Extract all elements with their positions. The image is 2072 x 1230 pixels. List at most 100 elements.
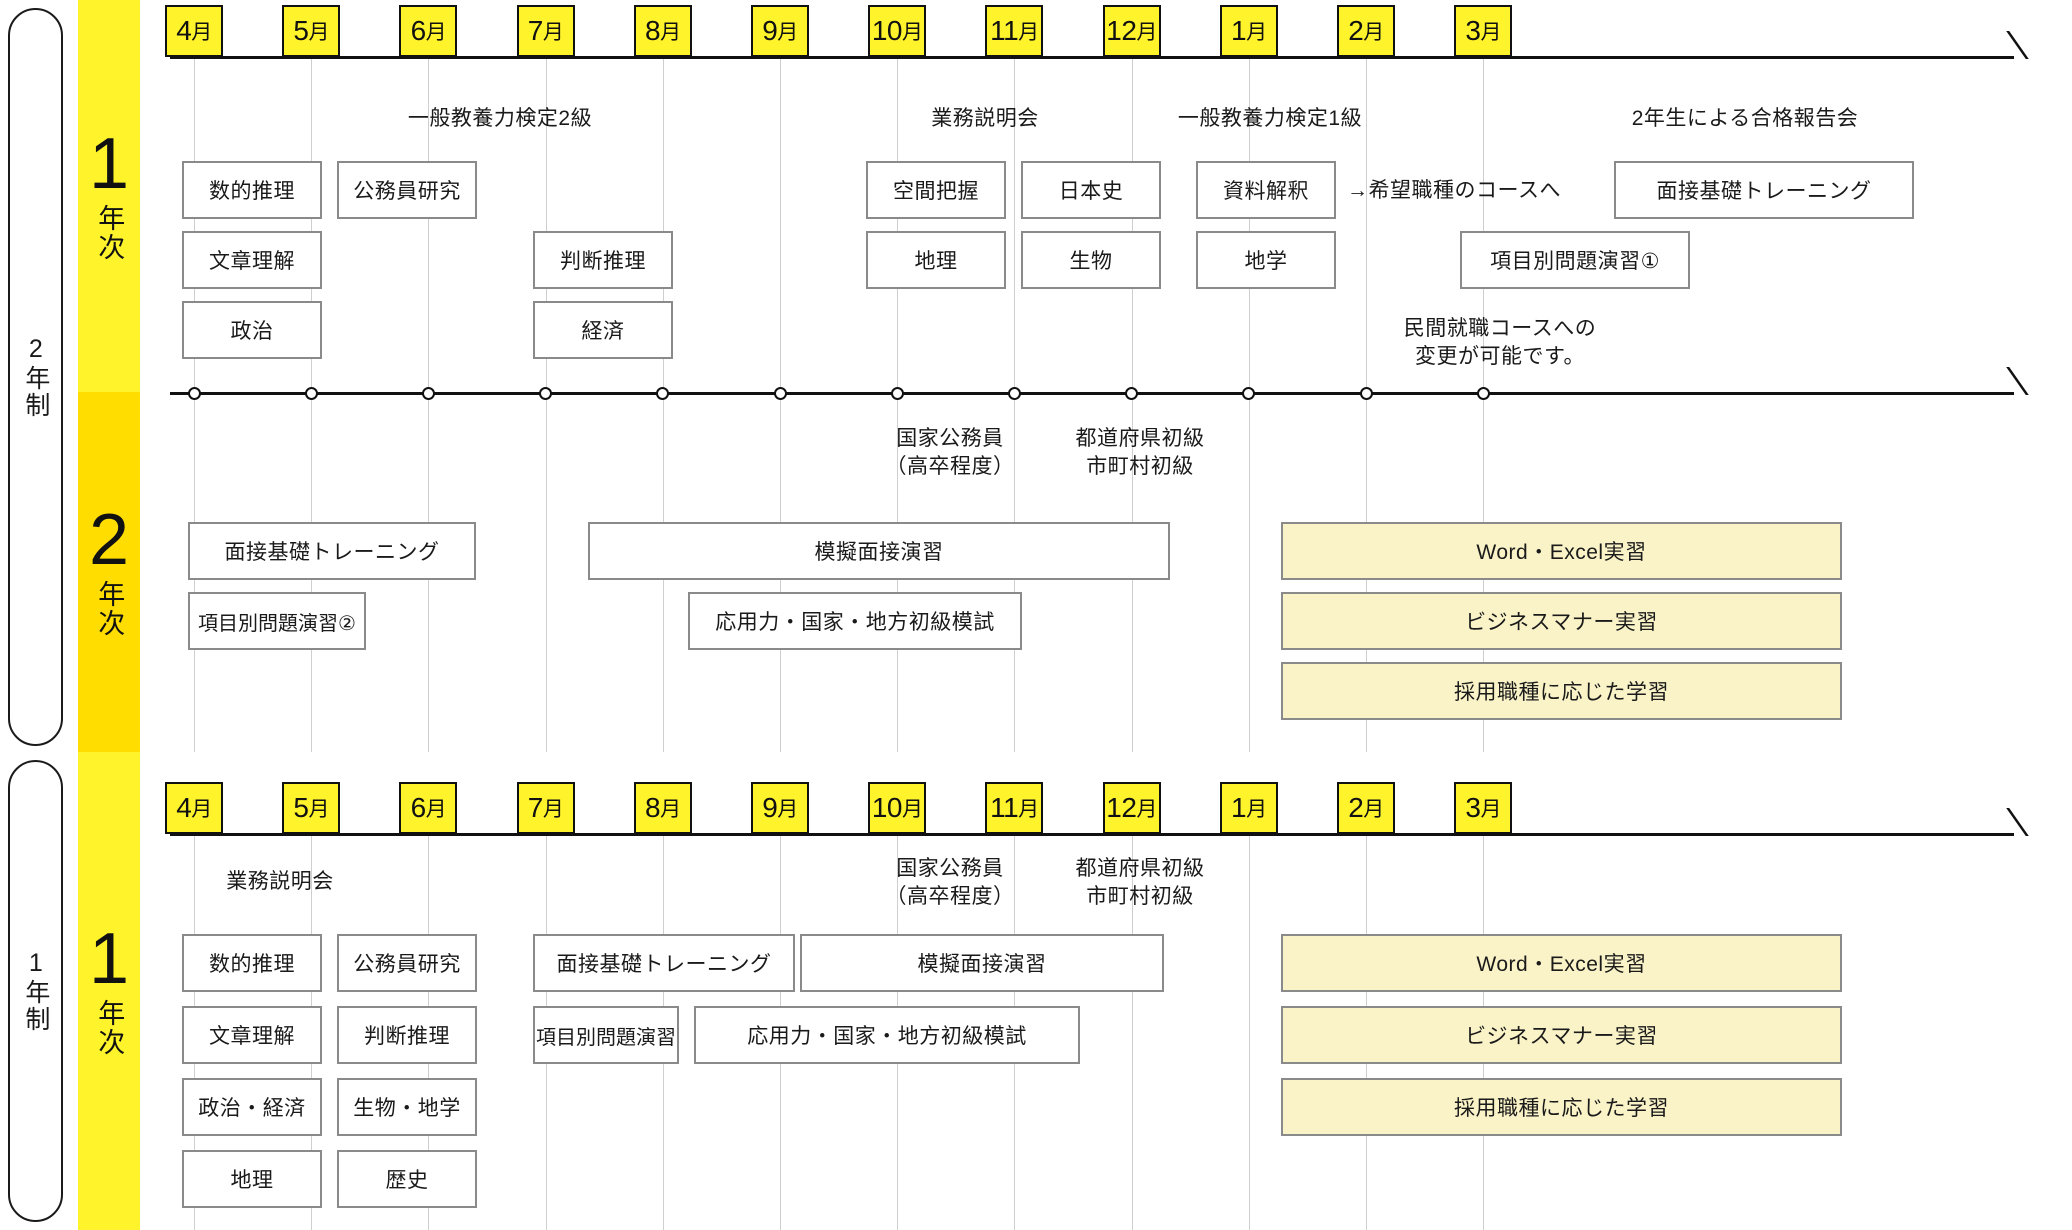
month-number: 11	[990, 792, 1019, 823]
month-unit: 月	[1018, 21, 1039, 44]
box-seiji-keizai-row3: 政治・経済	[182, 1078, 322, 1136]
gridline-month-4	[194, 58, 195, 392]
gridline-month-8	[663, 58, 664, 392]
gridline-month-9	[780, 58, 781, 392]
box-suteki-suiri: 数的推理	[182, 161, 322, 219]
month-number: 7	[527, 792, 544, 823]
month-unit: 月	[542, 21, 564, 44]
box-business-manner-row3: ビジネスマナー実習	[1281, 1006, 1842, 1064]
year-band-number: 1	[88, 123, 130, 204]
month-number: 2	[1348, 792, 1364, 823]
caption-minkan-shushoku-henkou: 民間就職コースへの 変更が可能です。	[1403, 317, 1597, 369]
timeline-dot-9	[773, 387, 787, 400]
box-komokubetsu-enshu-1: 項目別問題演習①	[1460, 231, 1690, 289]
caption-kibou-shokushu-course: →希望職種のコースへ	[1347, 179, 1561, 202]
month-unit: 月	[1136, 21, 1157, 44]
box-saiyo-shokushu-gakushu-row2: 採用職種に応じた学習	[1281, 662, 1842, 720]
box-oyoryoku-moshi-row2: 応用力・国家・地方初級模試	[688, 592, 1022, 650]
month-number: 1	[1231, 15, 1247, 46]
gridline-month-11	[1014, 58, 1015, 392]
timeline-axis-middle	[170, 392, 1960, 395]
gridline-month-2	[1366, 58, 1367, 392]
timeline-dot-4	[187, 387, 201, 400]
bracket-1year-label: 1年制	[21, 949, 50, 1033]
box-oyoryoku-moshi-row3: 応用力・国家・地方初級模試	[694, 1006, 1080, 1064]
timeline-dot-10	[890, 387, 904, 400]
month-unit: 月	[308, 798, 329, 821]
timeline-dot-5	[304, 387, 318, 400]
timeline-axis-bottom	[170, 833, 1960, 836]
gridline-month-7	[546, 394, 547, 752]
month-number: 8	[645, 15, 661, 46]
year-band-text: 年次	[94, 999, 125, 1058]
box-mensetsu-kiso-training-row3: 面接基礎トレーニング	[533, 934, 795, 992]
box-kukan-haaku: 空間把握	[866, 161, 1006, 219]
month-unit: 月	[660, 798, 681, 821]
box-chiri-row1: 地理	[866, 231, 1006, 289]
box-shiryo-kaishaku: 資料解釈	[1196, 161, 1336, 219]
timeline-dot-8	[656, 387, 670, 400]
month-unit: 月	[1136, 798, 1157, 821]
caption-kokka-koumuin-row2: 国家公務員 （高卒程度）	[885, 427, 1015, 479]
gridline-month-1	[1249, 394, 1250, 752]
box-suteki-suiri-row3: 数的推理	[182, 934, 322, 992]
bracket-2year: 2年制	[8, 8, 63, 746]
box-komokubetsu-enshu-row3: 項目別問題演習	[533, 1006, 679, 1064]
gridline-month-3	[1483, 58, 1484, 392]
month-number: 12	[1106, 15, 1137, 46]
year-band-2nd-2yearcourse: 2 年次	[78, 392, 140, 752]
gridline-month-5	[311, 58, 312, 392]
box-rekishi-row3: 歴史	[337, 1150, 477, 1208]
box-word-excel-row2: Word・Excel実習	[1281, 522, 1842, 580]
box-chigaku: 地学	[1196, 231, 1336, 289]
month-unit: 月	[660, 21, 681, 44]
box-komokubetsu-enshu-2: 項目別問題演習②	[188, 592, 366, 650]
year-band-number: 1	[88, 918, 130, 999]
box-mogi-mensetsu-enshu-row3: 模擬面接演習	[800, 934, 1164, 992]
box-business-manner-row2: ビジネスマナー実習	[1281, 592, 1842, 650]
box-word-excel-row3: Word・Excel実習	[1281, 934, 1842, 992]
month-unit: 月	[191, 21, 212, 44]
box-nihonshi: 日本史	[1021, 161, 1161, 219]
month-number: 3	[1465, 792, 1481, 823]
caption-gokaku-hokokukai: 2年生による合格報告会	[1631, 107, 1859, 130]
timeline-dot-12	[1125, 387, 1139, 400]
year-band-number: 2	[88, 499, 130, 580]
timeline-dot-2	[1359, 387, 1373, 400]
gridline-month-7	[546, 58, 547, 392]
month-number: 2	[1348, 15, 1364, 46]
year-band-text: 年次	[94, 204, 125, 263]
caption-ippan-kyoyo-2kyu: 一般教養力検定2級	[407, 107, 593, 130]
month-number: 6	[410, 15, 427, 46]
month-unit: 月	[1246, 798, 1267, 821]
month-number: 10	[871, 15, 903, 46]
month-number: 10	[871, 792, 903, 823]
box-koumuin-kenkyu-row3: 公務員研究	[337, 934, 477, 992]
gridline-month-1	[1249, 835, 1250, 1230]
month-number: 6	[410, 792, 427, 823]
box-koumuin-kenkyu: 公務員研究	[337, 161, 477, 219]
month-number: 12	[1106, 792, 1137, 823]
month-number: 7	[527, 15, 544, 46]
month-number: 5	[293, 15, 309, 46]
month-unit: 月	[1018, 798, 1039, 821]
month-number: 5	[293, 792, 309, 823]
month-unit: 月	[1246, 21, 1267, 44]
month-number: 8	[645, 792, 661, 823]
month-unit: 月	[777, 21, 798, 44]
